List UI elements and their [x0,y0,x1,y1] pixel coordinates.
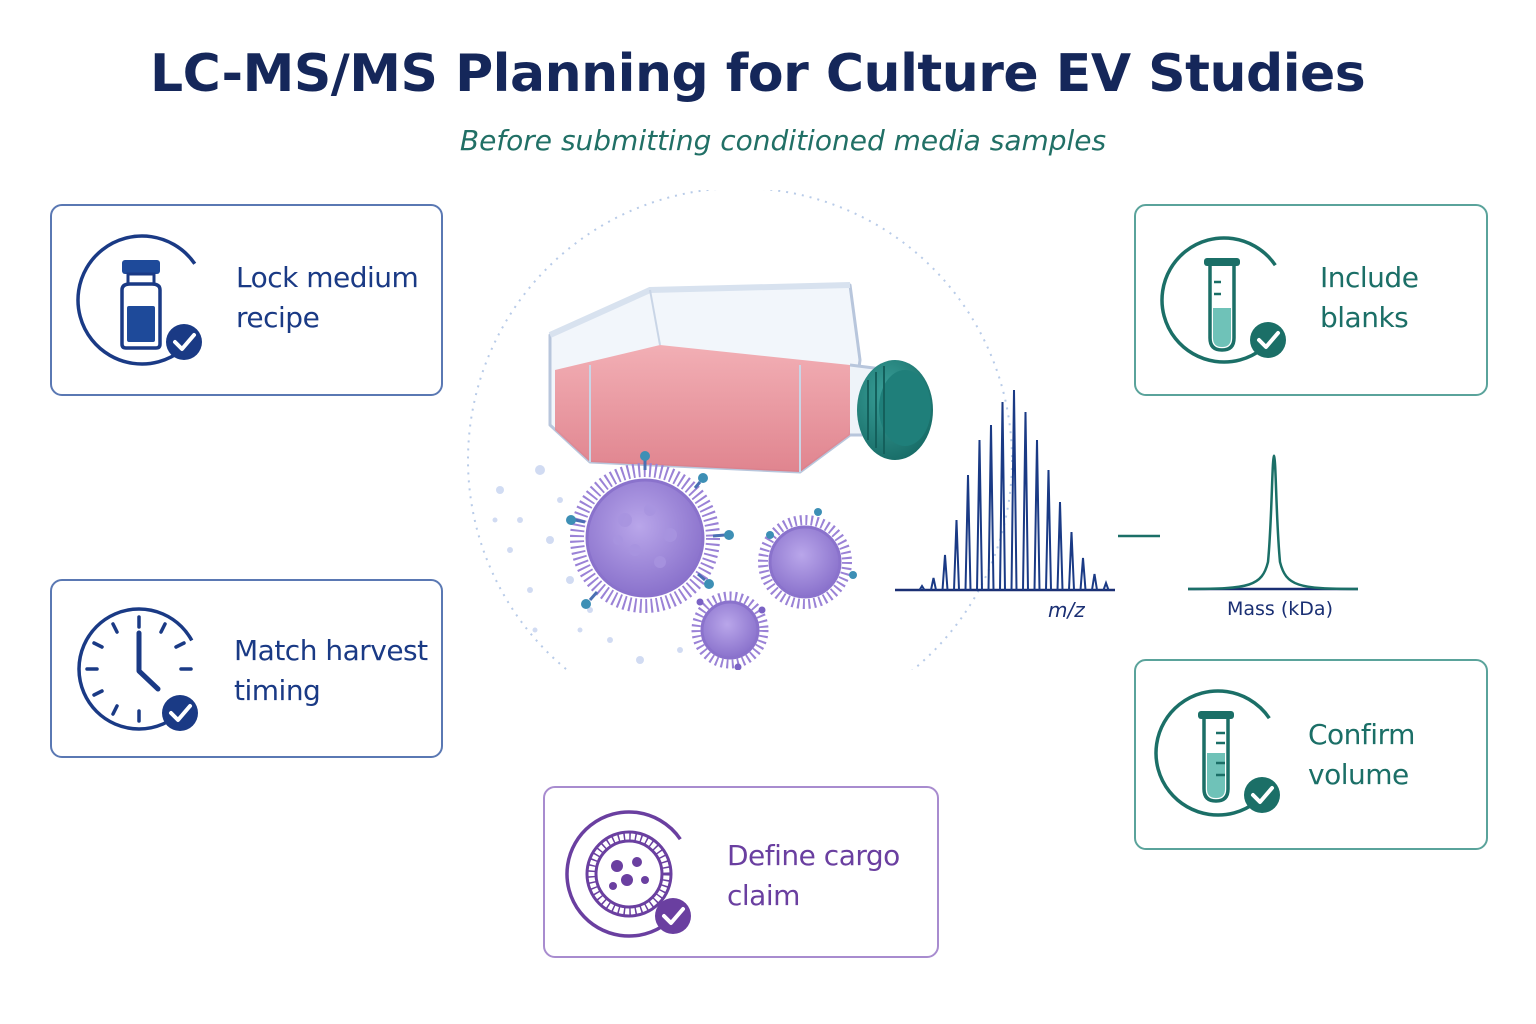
card-confirm-volume: Confirm volume [1134,659,1488,850]
mass-x-axis-label: Mass (kDa) [1227,598,1333,620]
test-tube-icon [1160,236,1288,364]
card-include-blanks: Include blanks [1134,204,1488,396]
deconvoluted-mass-plot [1187,454,1359,591]
card-label: Lock medium recipe [236,261,419,334]
card-match-harvest-timing: Match harvest timing [50,579,443,758]
flask-cap-icon [857,360,933,460]
dotted-background-circle [467,190,1013,670]
card-define-cargo-claim: Define cargo claim [543,786,939,958]
arrow-icon [1118,534,1160,538]
spectrum-x-axis-label: m/z [1048,598,1085,622]
card-label: Define cargo claim [727,839,900,912]
clock-icon [77,607,201,731]
vesicle-medium [758,508,857,609]
card-lock-medium-recipe: Lock medium recipe [50,204,443,396]
page-title: LC-MS/MS Planning for Culture EV Studies [150,44,1366,104]
central-illustration [467,190,1160,670]
vesicle-cargo-icon [565,810,693,938]
medium-bottle-icon [76,234,208,366]
vesicle-small [691,591,769,670]
card-label: Match harvest timing [234,634,428,707]
extracellular-vesicles [566,451,857,670]
particle-haze [492,465,683,664]
vesicle-large [566,451,734,613]
page-subtitle: Before submitting conditioned media samp… [459,124,1107,157]
mass-spectrum-plot [895,389,1115,592]
graduated-tube-icon [1154,689,1282,817]
culture-flask [548,282,892,474]
card-label: Confirm volume [1308,718,1415,791]
card-label: Include blanks [1320,261,1419,334]
